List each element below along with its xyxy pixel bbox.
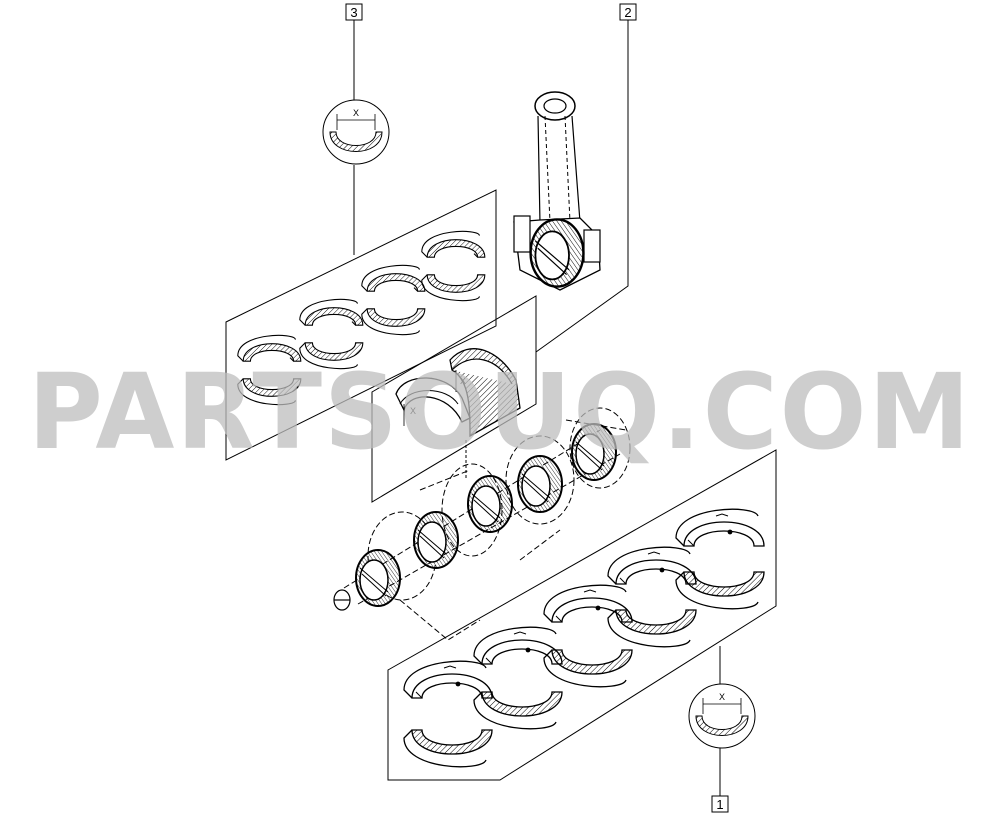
callout-1[interactable]: X 1 xyxy=(688,646,756,813)
main-shell-set-2[interactable] xyxy=(473,626,563,730)
conrod-big-end-bearing xyxy=(529,218,585,288)
crankshaft-nose xyxy=(333,589,351,611)
conrod-shell-set-4[interactable] xyxy=(421,230,486,302)
callout-1-x-label: X xyxy=(719,692,725,702)
connecting-rod[interactable] xyxy=(513,91,601,291)
svg-text:X: X xyxy=(460,376,466,386)
journal-3 xyxy=(467,475,513,533)
journal-2 xyxy=(413,511,459,569)
callout-2-leader xyxy=(535,20,629,353)
callout-3[interactable]: 3 X xyxy=(322,3,390,255)
callout-3-number: 3 xyxy=(350,5,357,20)
callout-1-number: 1 xyxy=(716,797,723,812)
journal-1 xyxy=(355,549,401,607)
main-bearing-panel xyxy=(387,449,777,781)
callout-2-number: 2 xyxy=(624,5,631,20)
thrust-washer-left[interactable]: X xyxy=(395,377,471,426)
callout-1-dimension-icon: X xyxy=(688,683,756,749)
conrod-bearing-panel xyxy=(225,189,497,461)
callout-3-x-label: X xyxy=(353,108,359,118)
callout-2[interactable]: 2 xyxy=(535,3,637,353)
main-shell-set-5[interactable] xyxy=(675,508,765,610)
thrust-washer-panel: X X xyxy=(371,295,537,503)
main-shell-set-1[interactable] xyxy=(403,660,493,768)
svg-text:X: X xyxy=(410,406,416,416)
crankshaft[interactable] xyxy=(333,407,631,641)
callout-1-box xyxy=(711,795,729,813)
conrod-shell-set-3[interactable] xyxy=(361,264,426,336)
thrust-washer-right[interactable]: X xyxy=(449,348,521,438)
main-shell-set-4[interactable] xyxy=(607,546,697,648)
callout-3-dimension-icon: X xyxy=(322,99,390,165)
watermark-text: PARTSOUQ.COM xyxy=(28,351,972,473)
